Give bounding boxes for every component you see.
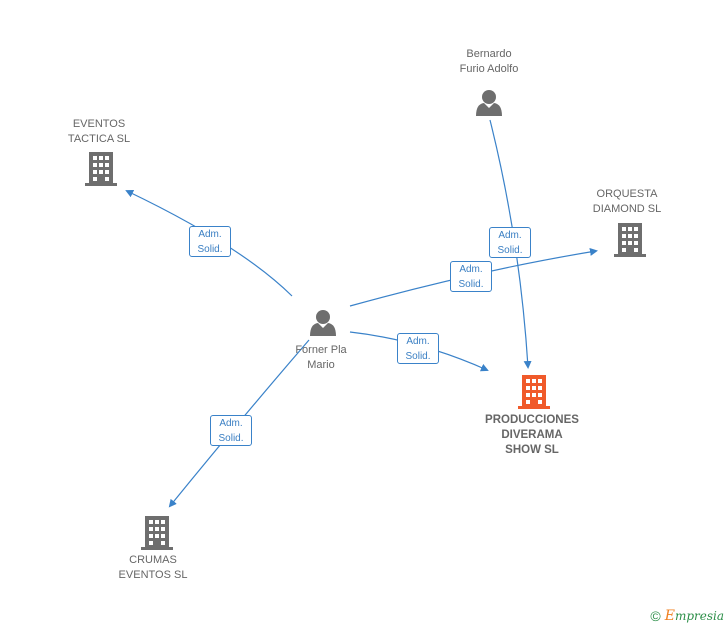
node-label-producciones[interactable]: PRODUCCIONES DIVERAMA SHOW SL xyxy=(485,413,579,458)
edge-label-line: Solid. xyxy=(497,245,523,256)
node-label-line: DIAMOND SL xyxy=(592,203,662,215)
edge-label-line: Adm. xyxy=(219,418,243,429)
brand-rest: mpresia xyxy=(674,609,724,623)
edge-label-line: Solid. xyxy=(197,244,223,255)
node-label-crumas[interactable]: CRUMAS EVENTOS SL xyxy=(119,553,188,583)
node-label-line: CRUMAS xyxy=(129,554,177,566)
edge-label-forner-producciones[interactable]: Adm. Solid. xyxy=(397,333,439,364)
node-label-line: ORQUESTA xyxy=(596,188,658,200)
building-icon[interactable] xyxy=(85,152,117,186)
node-label-line: EVENTOS SL xyxy=(118,569,188,581)
edge-label-line: Adm. xyxy=(498,230,522,241)
edge-label-line: Adm. xyxy=(406,336,430,347)
brand-logo: Empresia xyxy=(665,608,724,624)
edge-label-line: Solid. xyxy=(458,279,484,290)
copyright-icon: © xyxy=(650,608,661,624)
node-label-line: Forner Pla xyxy=(295,344,347,356)
node-label-line: PRODUCCIONES xyxy=(485,414,579,426)
edge-label-line: Adm. xyxy=(198,229,222,240)
building-icon[interactable] xyxy=(141,516,173,550)
node-label-bernardo[interactable]: Bernardo Furio Adolfo xyxy=(460,47,519,77)
person-icon[interactable] xyxy=(476,90,502,116)
edge-label-bernardo-producciones[interactable]: Adm. Solid. xyxy=(489,227,531,258)
brand-initial: E xyxy=(664,608,675,624)
edge-label-forner-eventos[interactable]: Adm. Solid. xyxy=(189,226,231,257)
node-label-line: TACTICA SL xyxy=(67,133,131,145)
building-icon-highlighted[interactable] xyxy=(518,375,550,409)
node-label-line: DIVERAMA xyxy=(501,429,563,441)
edge-label-line: Solid. xyxy=(218,433,244,444)
node-label-line: Mario xyxy=(307,359,335,371)
edge-label-line: Solid. xyxy=(405,351,431,362)
node-label-line: EVENTOS xyxy=(72,118,126,130)
brand-watermark: © Empresia xyxy=(650,608,724,624)
node-label-orquesta-diamond[interactable]: ORQUESTA DIAMOND SL xyxy=(593,187,661,217)
node-label-line: Bernardo xyxy=(466,48,512,60)
person-icon[interactable] xyxy=(310,310,336,336)
node-label-line: SHOW SL xyxy=(505,444,559,456)
edge-label-line: Adm. xyxy=(459,264,483,275)
edge-label-forner-orquesta[interactable]: Adm. Solid. xyxy=(450,261,492,292)
edge-label-forner-crumas[interactable]: Adm. Solid. xyxy=(210,415,252,446)
node-label-forner[interactable]: Forner Pla Mario xyxy=(295,343,346,373)
node-label-eventos-tactica[interactable]: EVENTOS TACTICA SL xyxy=(68,117,130,147)
building-icon[interactable] xyxy=(614,223,646,257)
node-label-line: Furio Adolfo xyxy=(459,63,519,75)
